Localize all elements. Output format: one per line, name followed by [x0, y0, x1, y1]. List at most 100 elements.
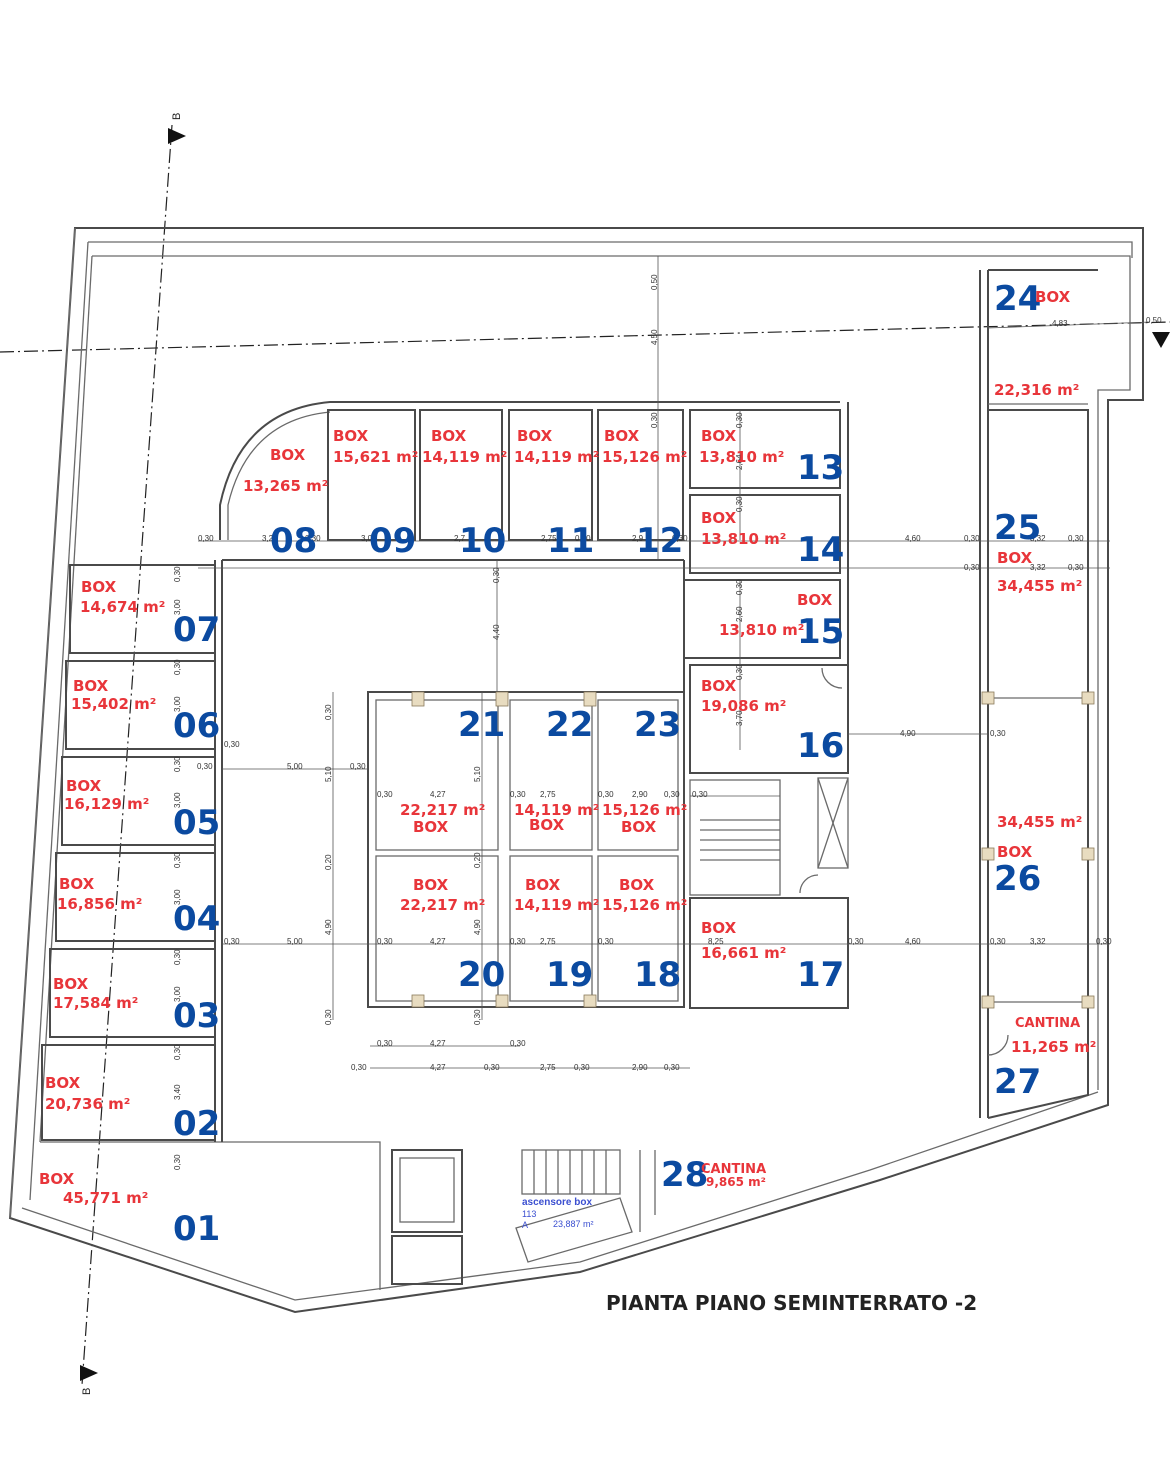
unit-16-number: 16 — [797, 726, 844, 766]
svg-text:2,75: 2,75 — [540, 790, 556, 799]
svg-text:0,30: 0,30 — [484, 1063, 500, 1072]
unit-23-number: 23 — [634, 705, 681, 745]
unit-08-number: 08 — [270, 521, 317, 561]
svg-text:0,30: 0,30 — [848, 937, 864, 946]
unit-23-area: 15,126 m² — [602, 801, 687, 819]
svg-text:3,00: 3,00 — [173, 599, 182, 615]
unit-25-number: 25 — [994, 508, 1041, 548]
svg-text:4,50: 4,50 — [650, 329, 659, 345]
svg-text:2,7: 2,7 — [454, 534, 466, 543]
unit-17-area: 16,661 m² — [701, 944, 786, 962]
unit-13-number: 13 — [797, 448, 844, 488]
unit-10-type: BOX — [431, 427, 467, 445]
unit-12-type: BOX — [604, 427, 640, 445]
unit-01-number: 01 — [173, 1209, 220, 1249]
svg-text:0,30: 0,30 — [173, 1044, 182, 1060]
svg-text:2,75: 2,75 — [540, 937, 556, 946]
unit-22-type: BOX — [529, 816, 565, 834]
svg-text:0,30: 0,30 — [473, 1009, 482, 1025]
svg-text:0,30: 0,30 — [664, 790, 680, 799]
svg-text:0,50: 0,50 — [650, 274, 659, 290]
unit-07-type: BOX — [81, 578, 117, 596]
unit-10-number: 10 — [459, 521, 506, 561]
unit-28-number: 28 — [661, 1155, 708, 1195]
svg-text:0,30: 0,30 — [350, 762, 366, 771]
unit-11-area: 14,119 m² — [514, 448, 599, 466]
svg-text:0,30: 0,30 — [510, 1039, 526, 1048]
unit-14-area: 13,810 m² — [701, 530, 786, 548]
unit-24-area: 22,316 m² — [994, 381, 1079, 399]
svg-text:4,40: 4,40 — [492, 624, 501, 640]
svg-text:0,30: 0,30 — [305, 534, 321, 543]
unit-07-area: 14,674 m² — [80, 598, 165, 616]
svg-text:0,30: 0,30 — [1096, 937, 1112, 946]
svg-text:0,30: 0,30 — [735, 664, 744, 680]
svg-text:0,30: 0,30 — [964, 563, 980, 572]
unit-07-number: 07 — [173, 610, 220, 650]
elevator-label: ascensore box — [522, 1197, 592, 1208]
unit-26-area: 34,455 m² — [997, 813, 1082, 831]
svg-text:2,90: 2,90 — [632, 790, 648, 799]
svg-text:0,30: 0,30 — [377, 937, 393, 946]
svg-text:0,30: 0,30 — [1068, 563, 1084, 572]
unit-18-type: BOX — [619, 876, 655, 894]
svg-text:4,27: 4,27 — [430, 1063, 446, 1072]
unit-27-area: 11,265 m² — [1011, 1038, 1096, 1056]
svg-text:0,30: 0,30 — [990, 937, 1006, 946]
unit-21-number: 21 — [458, 705, 505, 745]
outer-walls — [8, 227, 1144, 1314]
svg-text:0,30: 0,30 — [692, 790, 708, 799]
svg-text:0,30: 0,30 — [575, 534, 591, 543]
unit-21-area: 22,217 m² — [400, 801, 485, 819]
unit-08-type: BOX — [270, 446, 306, 464]
unit-13-area: 13,810 m² — [699, 448, 784, 466]
unit-14-type: BOX — [701, 509, 737, 527]
svg-text:2,9: 2,9 — [632, 534, 644, 543]
svg-text:0,30: 0,30 — [492, 567, 501, 583]
svg-text:0,30: 0,30 — [377, 790, 393, 799]
svg-text:0,30: 0,30 — [173, 852, 182, 868]
unit-15-number: 15 — [797, 612, 844, 652]
svg-text:8,25: 8,25 — [708, 937, 724, 946]
svg-text:2,75: 2,75 — [540, 1063, 556, 1072]
unit-11-type: BOX — [517, 427, 553, 445]
unit-06-type: BOX — [73, 677, 109, 695]
svg-text:0,30: 0,30 — [1068, 534, 1084, 543]
svg-text:3,00: 3,00 — [173, 792, 182, 808]
svg-text:4,90: 4,90 — [900, 729, 916, 738]
unit-27-type: CANTINA — [1015, 1016, 1080, 1031]
svg-text:0,30: 0,30 — [351, 1063, 367, 1072]
unit-20-area: 22,217 m² — [400, 896, 485, 914]
svg-text:0,30: 0,30 — [650, 412, 659, 428]
elevator-prefix: A — [522, 1220, 528, 1230]
unit-09-type: BOX — [333, 427, 369, 445]
top-boxes-walls — [219, 401, 849, 770]
svg-text:4,90: 4,90 — [324, 919, 333, 935]
unit-12-number: 12 — [636, 521, 683, 561]
unit-05-type: BOX — [66, 777, 102, 795]
unit-09-area: 15,621 m² — [333, 448, 418, 466]
svg-text:3,00: 3,00 — [173, 696, 182, 712]
svg-text:4,27: 4,27 — [430, 937, 446, 946]
svg-text:0,30: 0,30 — [173, 566, 182, 582]
svg-text:4,27: 4,27 — [430, 790, 446, 799]
central-block-walls — [367, 691, 685, 1008]
svg-text:0,30: 0,30 — [198, 534, 214, 543]
unit-06-number: 06 — [173, 706, 220, 746]
elevator-area: 23,887 m² — [553, 1219, 594, 1229]
unit-27-number: 27 — [994, 1062, 1041, 1102]
unit-05-area: 16,129 m² — [64, 795, 149, 813]
unit-17-type: BOX — [701, 919, 737, 937]
section-marker-top: B — [171, 113, 183, 120]
svg-text:2,60: 2,60 — [735, 606, 744, 622]
unit-14-number: 14 — [797, 530, 844, 570]
svg-text:4,83: 4,83 — [1052, 319, 1068, 328]
unit-02-type: BOX — [45, 1074, 81, 1092]
unit-19-number: 19 — [546, 955, 593, 995]
unit-04-type: BOX — [59, 875, 95, 893]
unit-25-type: BOX — [997, 549, 1033, 567]
svg-text:0,30: 0,30 — [735, 496, 744, 512]
svg-text:3,2: 3,2 — [262, 534, 274, 543]
unit-16-type: BOX — [701, 677, 737, 695]
